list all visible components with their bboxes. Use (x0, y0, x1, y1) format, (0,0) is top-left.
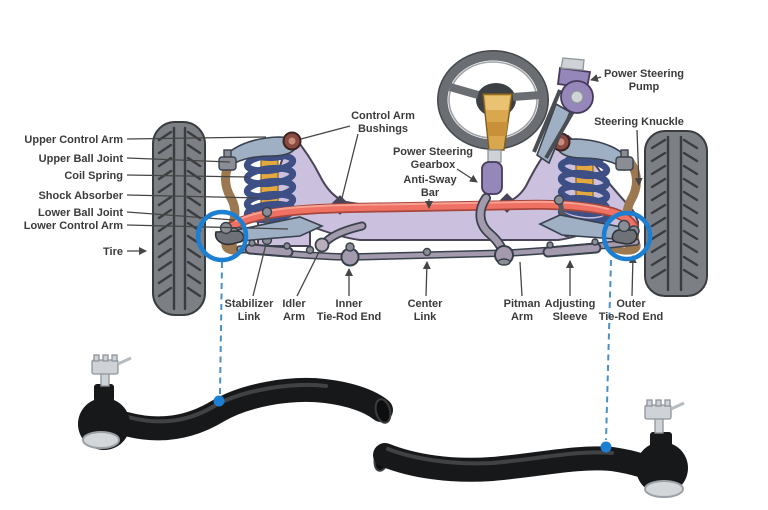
label-outer-tie-rod-end: Outer Tie-Rod End (598, 298, 664, 323)
leader-stabilizer-link (252, 243, 267, 297)
left-tire (152, 121, 206, 316)
right-tie-rod-photo (373, 399, 688, 498)
leader-pump (590, 74, 602, 82)
housing-cap (82, 431, 120, 449)
label-adjusting-sleeve: Adjusting Sleeve (544, 298, 596, 323)
leader-gearbox (456, 168, 478, 183)
label-pitman-arm: Pitman Arm (503, 298, 541, 323)
label-center-link: Center Link (407, 298, 443, 323)
pump-belt (532, 89, 577, 160)
leader-center-link (422, 261, 431, 297)
castle-nut (644, 404, 672, 420)
left-highlight-circle (195, 209, 249, 263)
stud-boss (650, 432, 672, 448)
label-power-steering-pump: Power Steering Pump (603, 68, 685, 93)
label-lower-ball-joint: Lower Ball Joint (38, 207, 123, 219)
power-steering-gearbox-part (481, 161, 503, 195)
castle-nut (91, 359, 119, 375)
label-coil-spring: Coil Spring (64, 170, 123, 182)
housing-cap (644, 480, 684, 498)
label-upper-control-arm: Upper Control Arm (24, 134, 123, 146)
leader-idler-arm (296, 249, 321, 297)
cotter-pin (670, 401, 685, 411)
label-anti-sway-bar: Anti-Sway Bar (403, 174, 457, 199)
left-tie-rod-photo (78, 354, 393, 450)
leader-steering-knuckle (634, 129, 643, 186)
label-tire: Tire (103, 246, 123, 258)
label-inner-tie-rod-end: Inner Tie-Rod End (316, 298, 382, 323)
leader-lower-ball-joint (126, 211, 235, 221)
left-upper-control-arm (218, 131, 302, 171)
label-power-steering-gearbox: Power Steering Gearbox (392, 146, 474, 171)
leader-coil-spring (126, 174, 249, 178)
left-dashed-connector (219, 261, 223, 395)
left-upper-ball-joint (218, 156, 237, 171)
label-shock-absorber: Shock Absorber (38, 190, 123, 202)
steering-assembly (437, 50, 594, 195)
label-lower-control-arm: Lower Control Arm (23, 220, 123, 232)
left-outer-tie-rod-end (214, 230, 245, 246)
pump-bracket-arm (536, 102, 572, 165)
right-upper-ball-joint (615, 156, 634, 171)
cotter-pin (117, 356, 132, 366)
right-dashed-connector (605, 259, 612, 441)
right-outer-tie-rod-end (611, 229, 638, 245)
inner-end-tube (374, 398, 392, 424)
left-connector-dot (213, 395, 225, 407)
ball-joint-housing (636, 442, 688, 494)
label-stabilizer-link: Stabilizer Link (224, 298, 274, 323)
label-upper-ball-joint: Upper Ball Joint (38, 153, 123, 165)
leader-upper-ball-joint (126, 157, 231, 163)
right-highlight-circle (601, 210, 653, 262)
leader-lower-control-arm (126, 224, 289, 230)
leader-outer-tie-rod (628, 255, 637, 297)
label-steering-knuckle: Steering Knuckle (594, 116, 684, 128)
leader-upper-control-arm (126, 136, 267, 140)
leader-shock-absorber (126, 194, 260, 199)
label-idler-arm: Idler Arm (282, 298, 306, 323)
leader-pitman-arm (519, 261, 523, 297)
right-upper-control-arm (551, 132, 634, 172)
stud-boss (94, 384, 114, 402)
label-control-arm-bushings: Control Arm Bushings (351, 110, 415, 135)
leader-bushing-upper (300, 125, 351, 140)
right-tire (644, 130, 708, 297)
leader-bushing-lower (341, 133, 359, 199)
right-connector-dot (600, 441, 612, 453)
leader-lines (126, 74, 643, 297)
